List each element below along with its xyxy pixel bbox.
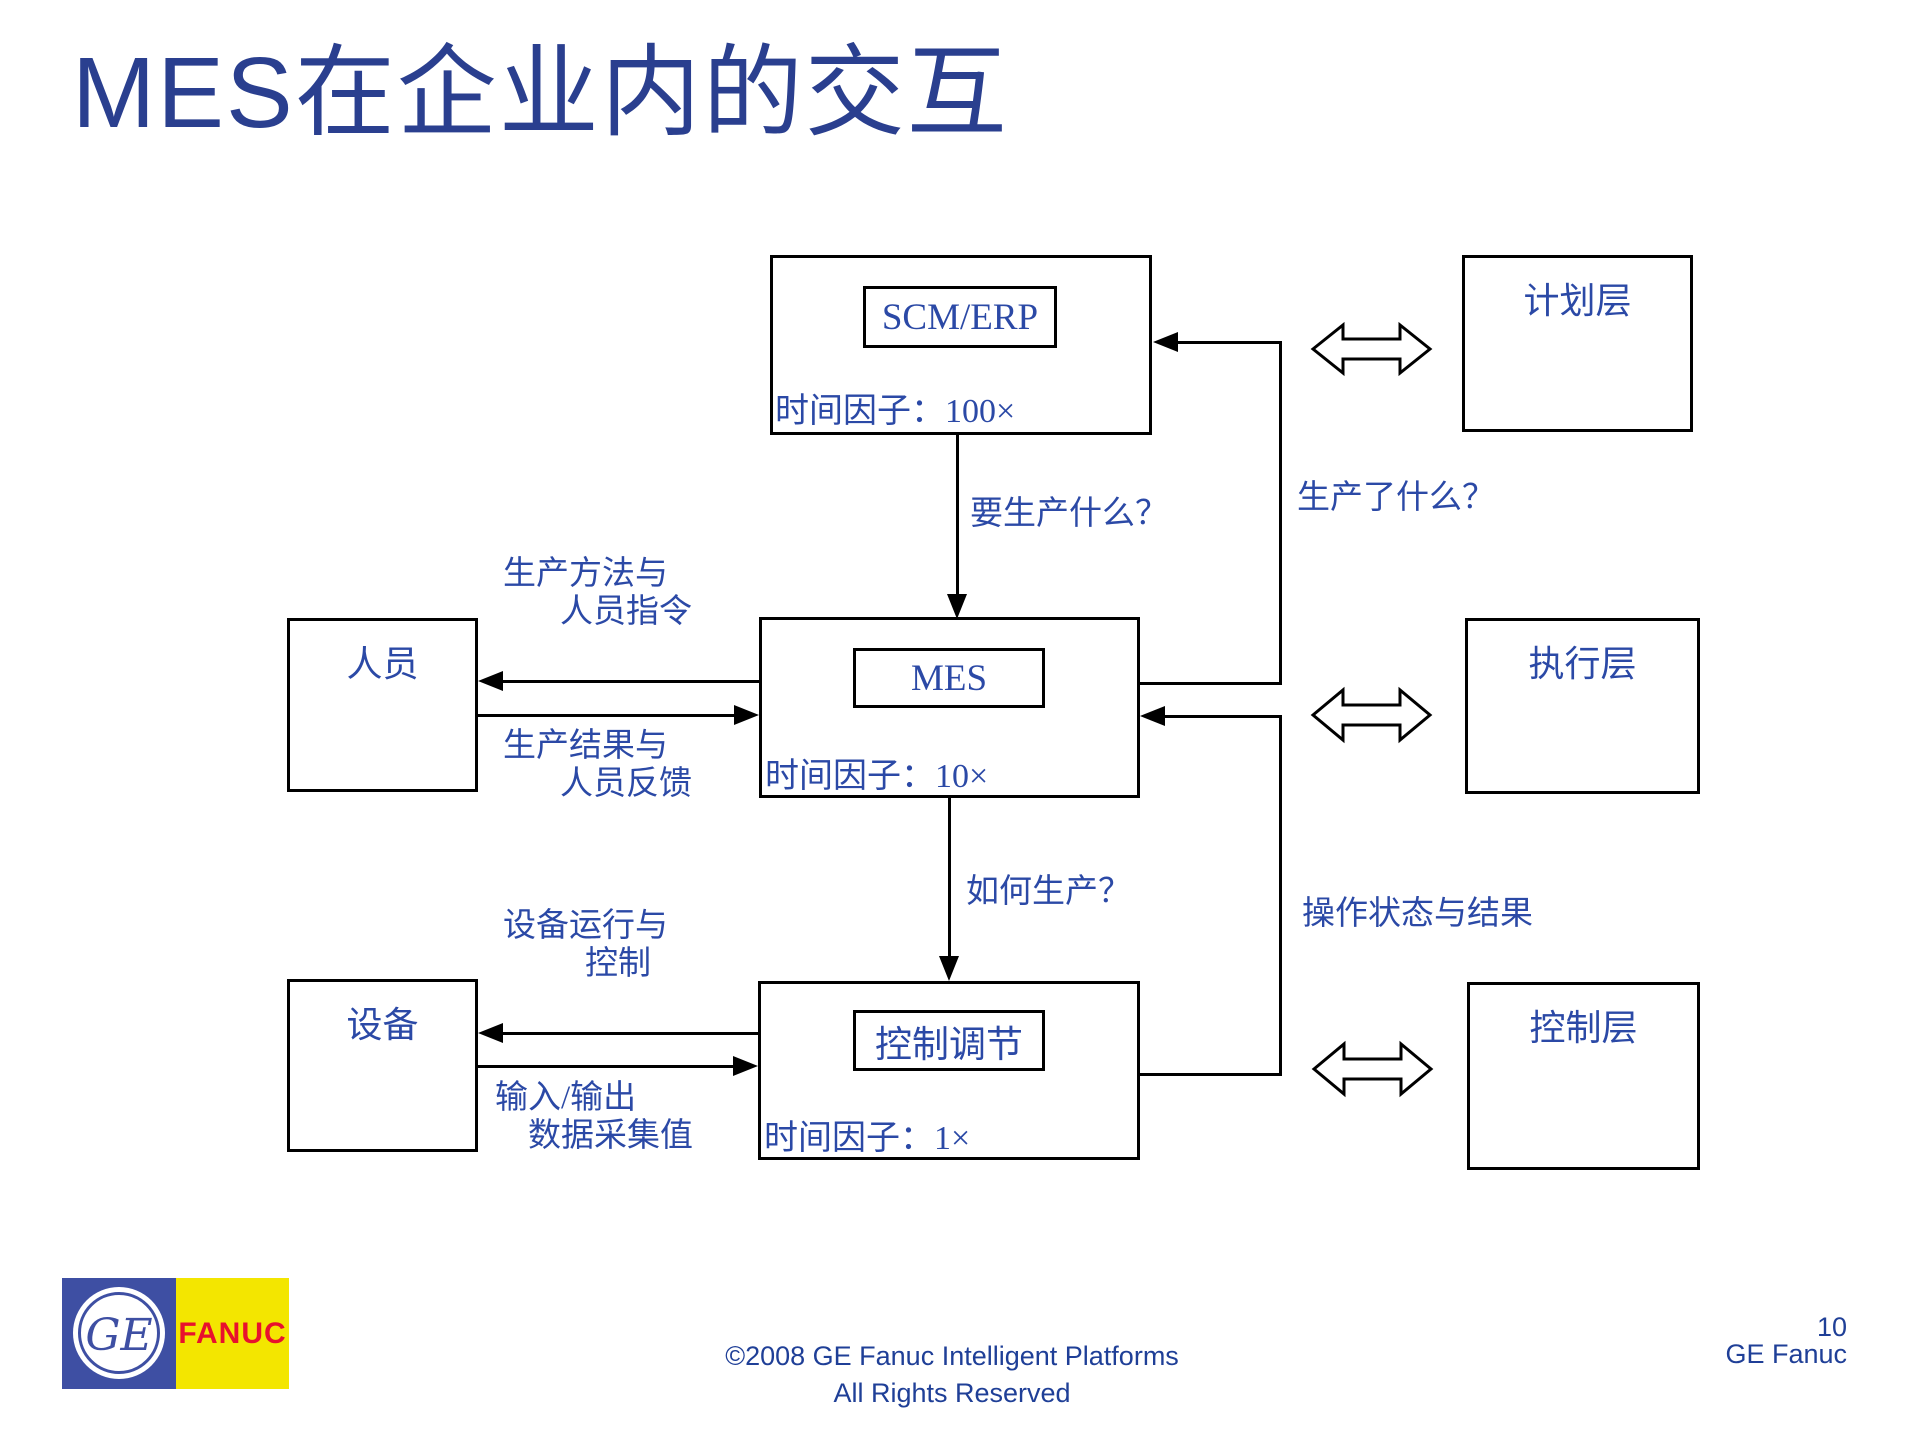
arrow-control-up-bottom-seg bbox=[1140, 1073, 1282, 1076]
arrow-mes-up-top-seg bbox=[1176, 341, 1282, 344]
ge-monogram-ring bbox=[78, 1292, 160, 1374]
execute-layer-label: 执行层 bbox=[1528, 644, 1637, 684]
ge-monogram-text: GE bbox=[85, 1309, 153, 1361]
mes-time-factor: 时间因子：10× bbox=[765, 758, 989, 795]
double-arrow-icon bbox=[1310, 321, 1433, 377]
personnel-node: 人员 bbox=[287, 618, 478, 792]
personnel-label: 人员 bbox=[346, 644, 419, 684]
arrow-equipment-to-control-head bbox=[733, 1056, 758, 1076]
edge-label-production-result-1: 生产结果与 bbox=[503, 728, 668, 764]
scm-erp-label: SCM/ERP bbox=[881, 296, 1039, 338]
copyright-line-2: All Rights Reserved bbox=[833, 1378, 1071, 1408]
edge-label-equipment-operation-1: 设备运行与 bbox=[503, 908, 668, 944]
control-inner-box: 控制调节 bbox=[853, 1010, 1045, 1071]
arrow-mes-to-personnel-line bbox=[500, 680, 759, 683]
control-layer-label: 控制层 bbox=[1529, 1008, 1638, 1048]
ge-monogram-icon: GE bbox=[73, 1287, 165, 1379]
arrow-scm-to-mes-head bbox=[947, 594, 967, 619]
control-label: 控制调节 bbox=[875, 1024, 1023, 1066]
copyright-line-1: ©2008 GE Fanuc Intelligent Platforms bbox=[725, 1341, 1179, 1371]
control-time-factor: 时间因子：1× bbox=[764, 1120, 971, 1157]
arrow-mes-to-control-line bbox=[948, 798, 951, 958]
edge-label-production-method-1: 生产方法与 bbox=[503, 556, 668, 592]
equipment-label: 设备 bbox=[346, 1005, 419, 1045]
equipment-node: 设备 bbox=[287, 979, 478, 1152]
edge-label-how-to-produce: 如何生产？ bbox=[966, 874, 1131, 910]
arrow-control-up-vert-seg bbox=[1279, 715, 1282, 1076]
page-title: MES在企业内的交互 bbox=[72, 37, 1009, 149]
arrow-control-up-head bbox=[1140, 706, 1165, 726]
edge-label-operation-status: 操作状态与结果 bbox=[1302, 896, 1533, 932]
edge-label-what-was-produced: 生产了什么？ bbox=[1297, 480, 1495, 516]
arrow-control-to-equipment-head bbox=[478, 1023, 503, 1043]
arrow-control-to-equipment-line bbox=[500, 1032, 758, 1035]
page-footer: 10 GE Fanuc bbox=[1725, 1314, 1847, 1368]
page-number: 10 bbox=[1816, 1312, 1847, 1342]
arrow-control-up-top-seg bbox=[1163, 715, 1282, 718]
edge-label-what-to-produce: 要生产什么？ bbox=[970, 496, 1168, 532]
control-layer-node: 控制层 bbox=[1467, 982, 1700, 1170]
ge-logo-square: GE bbox=[62, 1278, 176, 1389]
edge-label-production-method-2: 人员指令 bbox=[560, 594, 692, 630]
edge-label-production-result-2: 人员反馈 bbox=[560, 766, 692, 802]
arrow-mes-up-bottom-seg bbox=[1140, 682, 1282, 685]
edge-label-equipment-operation-2: 控制 bbox=[585, 946, 651, 982]
arrow-personnel-to-mes-head bbox=[734, 705, 759, 725]
edge-label-io-data-2: 数据采集值 bbox=[528, 1118, 693, 1154]
execute-layer-node: 执行层 bbox=[1465, 618, 1700, 794]
mes-label: MES bbox=[910, 657, 988, 699]
fanuc-logo-text: FANUC bbox=[178, 1316, 287, 1350]
arrow-mes-up-vert-seg bbox=[1279, 341, 1282, 685]
arrow-scm-to-mes-line bbox=[956, 435, 959, 597]
plan-layer-label: 计划层 bbox=[1523, 281, 1632, 321]
arrow-mes-up-head bbox=[1153, 332, 1178, 352]
edge-label-io-data-1: 输入/输出 bbox=[495, 1080, 637, 1116]
plan-layer-node: 计划层 bbox=[1462, 255, 1693, 432]
copyright-text: ©2008 GE Fanuc Intelligent Platforms All… bbox=[452, 1338, 1452, 1412]
double-arrow-icon bbox=[1310, 686, 1433, 744]
ge-fanuc-logo: GE FANUC bbox=[62, 1278, 289, 1389]
mes-inner-box: MES bbox=[853, 648, 1045, 708]
double-arrow-icon bbox=[1311, 1040, 1434, 1098]
arrow-personnel-to-mes-line bbox=[478, 714, 737, 717]
fanuc-logo-square: FANUC bbox=[176, 1278, 289, 1389]
brand-name: GE Fanuc bbox=[1725, 1339, 1847, 1369]
arrow-mes-to-personnel-head bbox=[478, 671, 503, 691]
scm-time-factor: 时间因子：100× bbox=[775, 393, 1016, 430]
arrow-equipment-to-control-line bbox=[478, 1065, 736, 1068]
scm-erp-inner-box: SCM/ERP bbox=[863, 286, 1057, 348]
arrow-mes-to-control-head bbox=[939, 956, 959, 981]
